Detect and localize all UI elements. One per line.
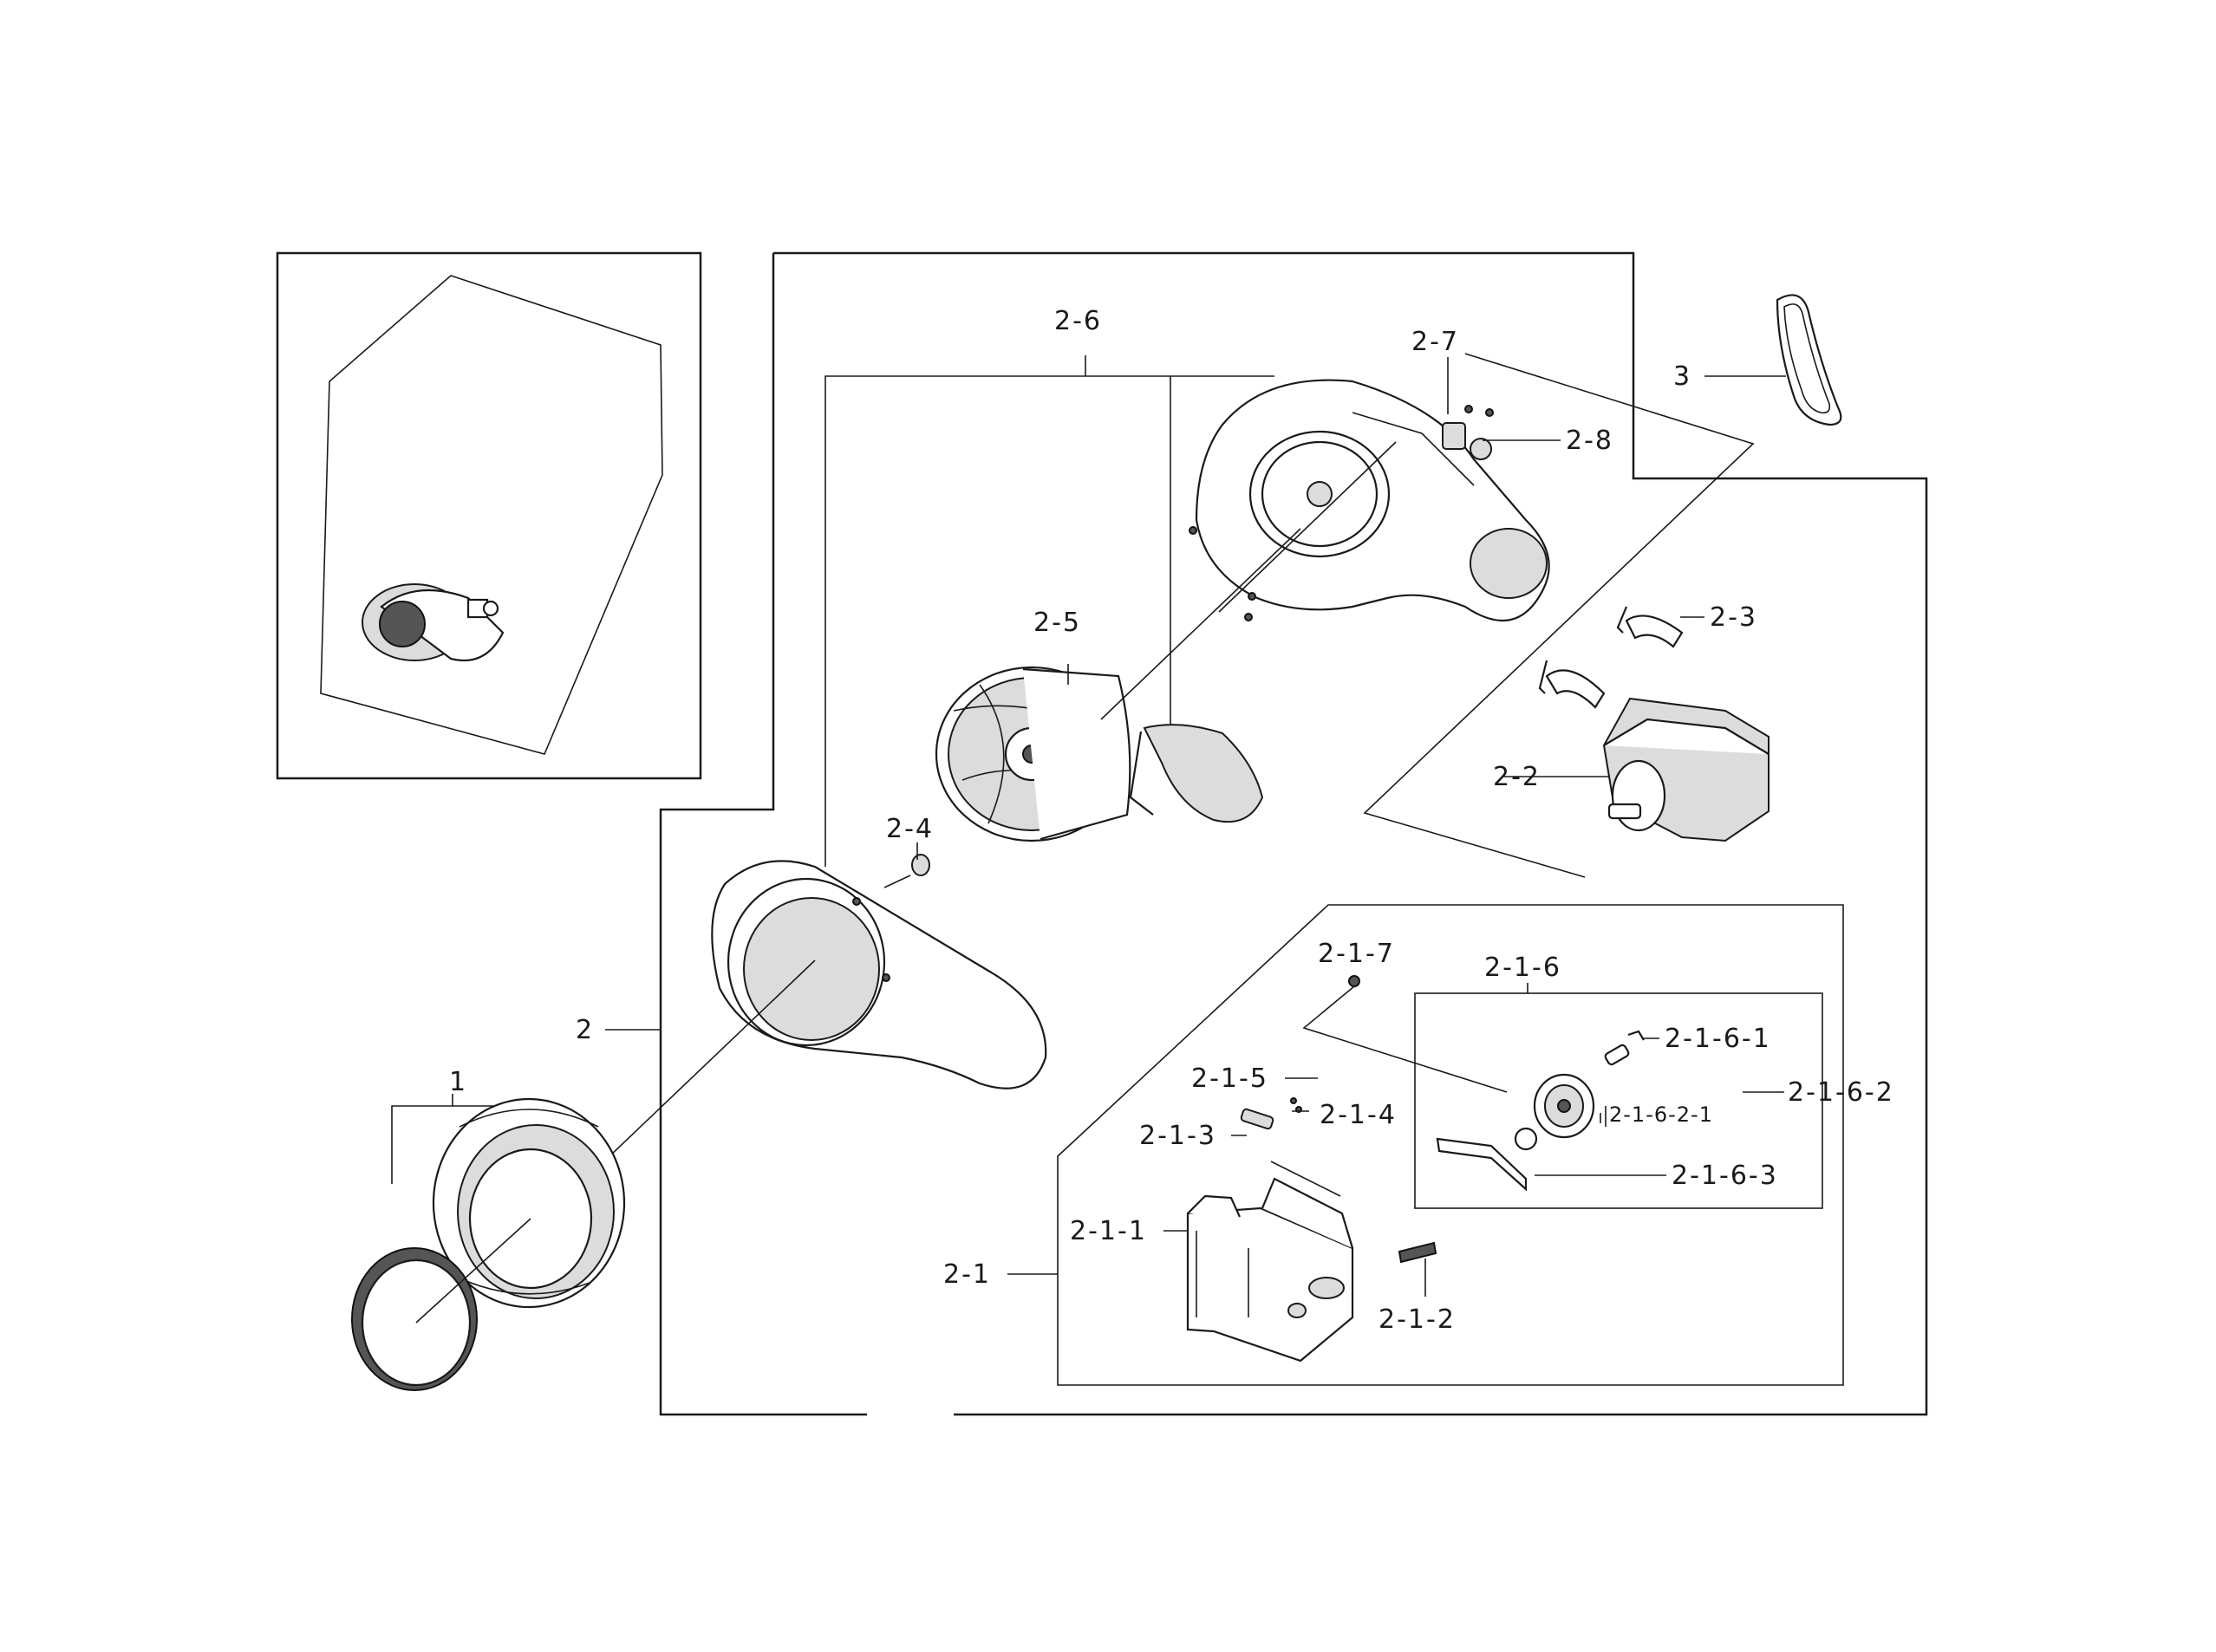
subassembly-2-1-6-outline: [1414, 983, 1823, 1209]
label-3: 3: [1673, 361, 1691, 392]
blower-wheel-2-5: [935, 664, 1131, 842]
duct-piece-2-6: [1129, 724, 1264, 823]
drive-belt-3: [1704, 294, 1842, 426]
label-1: 1: [449, 1067, 467, 1097]
location-inset: [276, 251, 702, 780]
label-2-2: 2-2: [1493, 762, 1541, 792]
label-2: 2: [576, 1015, 594, 1045]
label-2-1-6-2: 2-1-6-2: [1788, 1077, 1894, 1108]
label-2-4: 2-4: [886, 814, 934, 844]
assembly-2-outline: [659, 251, 1928, 1416]
mount-bracket-2-1-1: [1163, 1177, 1354, 1363]
clip-2-3: [1538, 606, 1704, 709]
bushing-2-8: [1470, 438, 1561, 460]
callout-labels: 1 2 2-1 2-1-1 2-1-2 2-1-3 2-1-4 2-1-5 2-…: [449, 306, 1894, 1335]
label-2-1-6-2-1: 2-1-6-2-1: [1609, 1102, 1713, 1127]
bracket-2-1-6-3: [1436, 1127, 1666, 1192]
inset-blower-thumbnail: [362, 583, 505, 662]
label-2-1: 2-1: [943, 1259, 991, 1290]
label-2-1-6: 2-1-6: [1484, 953, 1561, 983]
front-duct-1: [432, 1097, 626, 1309]
label-2-1-2: 2-1-2: [1378, 1304, 1456, 1335]
pulley-2-1-6-2: [1533, 1073, 1784, 1139]
label-2-1-3: 2-1-3: [1139, 1121, 1216, 1151]
label-2-7: 2-7: [1411, 327, 1459, 357]
blower-housing-rear: [1189, 379, 1550, 622]
label-2-3: 2-3: [1710, 602, 1757, 633]
label-2-1-4: 2-1-4: [1320, 1100, 1397, 1130]
shaft-2-1-6-1: [1604, 1030, 1659, 1066]
screw-2-1-7: [1302, 975, 1508, 1093]
pin-2-1-3: [1231, 1108, 1274, 1136]
label-2-6: 2-6: [1054, 306, 1102, 336]
label-2-1-1: 2-1-1: [1070, 1216, 1147, 1246]
nut-2-4: [883, 842, 930, 888]
group-2-6-bracket: [824, 355, 1274, 867]
fastener-2-7: [1442, 357, 1494, 450]
motor-2-2: [1502, 697, 1770, 842]
seal-ring-1: [351, 1247, 478, 1391]
blower-housing-front: [711, 860, 1047, 1089]
subassembly-2-1-outline: [1007, 904, 1844, 1386]
label-2-5: 2-5: [1033, 608, 1081, 638]
label-2-1-6-1: 2-1-6-1: [1665, 1024, 1771, 1054]
label-2-1-7: 2-1-7: [1318, 939, 1395, 969]
motor-group-outline: [1363, 353, 1755, 878]
spring-2-1-6-2-1: [1600, 1106, 1607, 1127]
label-2-1-6-3: 2-1-6-3: [1672, 1161, 1778, 1191]
spring-2-1-2: [1398, 1241, 1437, 1297]
label-2-8: 2-8: [1566, 426, 1613, 456]
label-2-1-5: 2-1-5: [1191, 1063, 1268, 1094]
parts-2-1-4-2-1-5: [1285, 1077, 1318, 1113]
